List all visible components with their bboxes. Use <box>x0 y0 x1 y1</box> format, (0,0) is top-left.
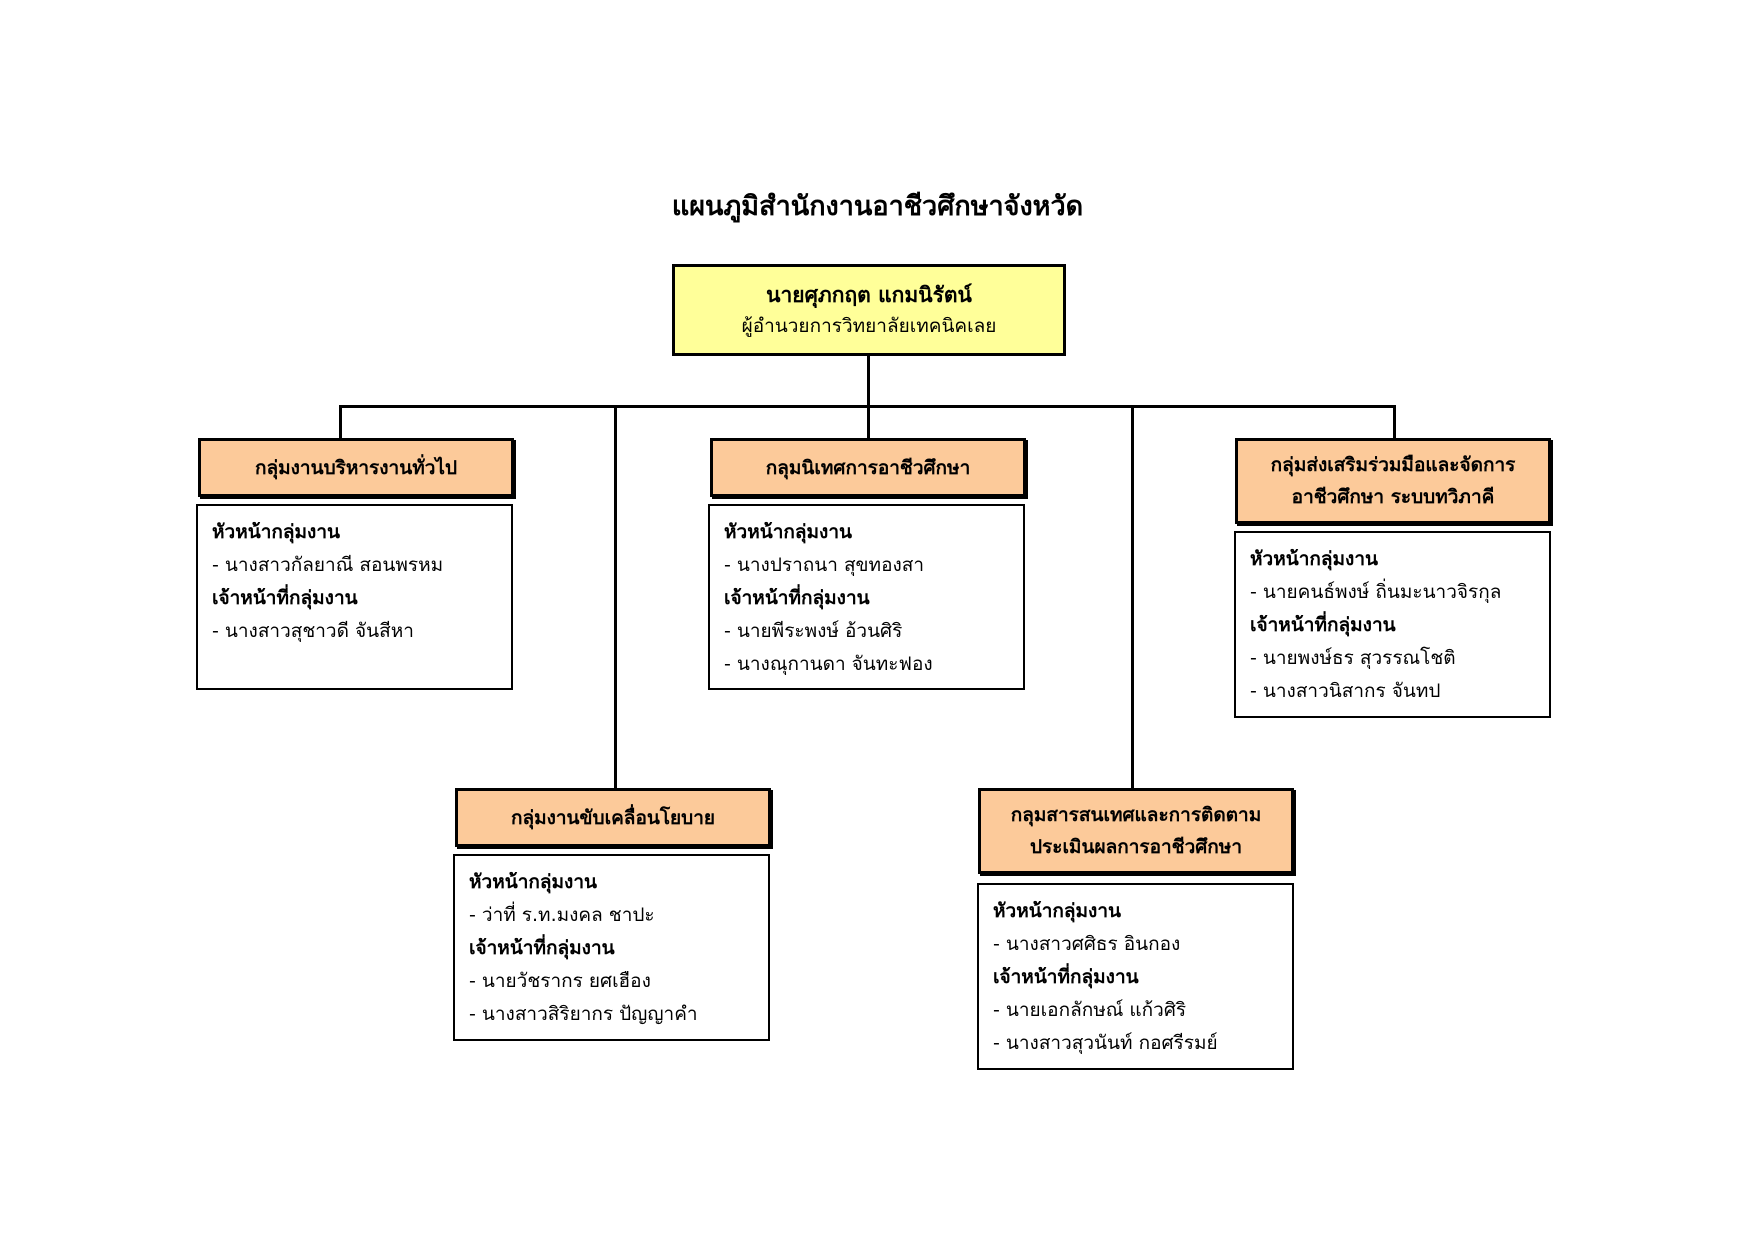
group-header-dual-vocational: กลุ่มส่งเสริมร่วมมือและจัดการ อาชีวศึกษา… <box>1235 438 1551 524</box>
director-position: ผู้อำนวยการวิทยาลัยเทคนิคเลย <box>741 315 997 337</box>
group-title-line-2: ประเมินผลการอาชีวศึกษา <box>1029 836 1243 858</box>
member-item: - นายเอกลักษณ์ แก้วศิริ <box>993 999 1187 1021</box>
staff-label: เจ้าหน้าที่กลุ่มงาน <box>469 937 615 959</box>
group-title-line-1: กลุ่มส่งเสริมร่วมมือและจัดการ <box>1270 454 1516 476</box>
member-item: - นายคนธ์พงษ์ ถิ่นมะนาวจิรกุล <box>1250 581 1502 603</box>
head-label: หัวหน้ากลุ่มงาน <box>212 521 340 543</box>
member-item: - ว่าที่ ร.ท.มงคล ชาปะ <box>469 904 655 926</box>
group-header-vocational-supervision: กลุมนิเทศการอาชีวศึกษา <box>710 438 1026 497</box>
head-label: หัวหน้ากลุ่มงาน <box>993 900 1121 922</box>
member-item: - นางสาวสิริยากร ปัญญาคำ <box>469 1003 698 1025</box>
group-header-policy-driving: กลุ่มงานขับเคลื่อนโยบาย <box>455 788 771 847</box>
connector-group-4 <box>1131 405 1134 789</box>
member-item: - นางสาวกัลยาณี สอนพรหม <box>212 554 444 576</box>
group-header-general-admin: กลุ่มงานบริหารงานทั่วไป <box>198 438 514 497</box>
member-item: - นางปราถนา สุขทองสา <box>724 554 925 576</box>
group-title: กลุ่มงานบริหารงานทั่วไป <box>254 456 457 479</box>
connector-group-2 <box>614 405 617 789</box>
group-members-general-admin: หัวหน้ากลุ่มงาน - นางสาวกัลยาณี สอนพรหม … <box>196 504 513 690</box>
group-members-dual-vocational: หัวหน้ากลุ่มงาน - นายคนธ์พงษ์ ถิ่นมะนาวจ… <box>1234 531 1551 718</box>
staff-label: เจ้าหน้าที่กลุ่มงาน <box>212 587 358 609</box>
member-item: - นางสาวสุวนันท์ กอศรีรมย์ <box>993 1032 1218 1054</box>
member-item: - นางณุกานดา จันทะฟอง <box>724 653 933 675</box>
group-title: กลุ่มงานขับเคลื่อนโยบาย <box>510 806 716 829</box>
group-members-policy-driving: หัวหน้ากลุ่มงาน - ว่าที่ ร.ท.มงคล ชาปะ เ… <box>453 854 770 1041</box>
connector-group-1 <box>339 405 342 439</box>
member-item: - นางสาวสุชาวดี จันสีหา <box>212 620 414 642</box>
head-label: หัวหน้ากลุ่มงาน <box>1250 548 1378 570</box>
staff-label: เจ้าหน้าที่กลุ่มงาน <box>993 966 1139 988</box>
group-title: กลุมนิเทศการอาชีวศึกษา <box>765 456 971 479</box>
head-label: หัวหน้ากลุ่มงาน <box>724 521 852 543</box>
connector-group-3 <box>867 405 870 439</box>
group-members-vocational-supervision: หัวหน้ากลุ่มงาน - นางปราถนา สุขทองสา เจ้… <box>708 504 1025 690</box>
connector-director-down <box>867 356 870 408</box>
staff-label: เจ้าหน้าที่กลุ่มงาน <box>724 587 870 609</box>
group-members-information-evaluation: หัวหน้ากลุ่มงาน - นางสาวศศิธร อินกอง เจ้… <box>977 883 1294 1070</box>
chart-title: แผนภูมิสำนักงานอาชีวศึกษาจังหวัด <box>671 191 1084 222</box>
director-name: นายศุภกฤต แกมนิรัตน์ <box>766 283 972 307</box>
group-title-line-1: กลุมสารสนเทศและการติดตาม <box>1010 804 1262 826</box>
member-item: - นายวัชรากร ยศเฮือง <box>469 970 651 992</box>
group-title-line-2: อาชีวศึกษา ระบบทวิภาคี <box>1291 486 1495 508</box>
director-box: นายศุภกฤต แกมนิรัตน์ ผู้อำนวยการวิทยาลัย… <box>672 264 1066 356</box>
head-label: หัวหน้ากลุ่มงาน <box>469 871 597 893</box>
group-header-information-evaluation: กลุมสารสนเทศและการติดตาม ประเมินผลการอาช… <box>978 788 1294 874</box>
staff-label: เจ้าหน้าที่กลุ่มงาน <box>1250 614 1396 636</box>
member-item: - นางสาวนิสากร จันทป <box>1250 680 1441 702</box>
member-item: - นายพีระพงษ์ อ้วนศิริ <box>724 620 903 642</box>
connector-group-5 <box>1393 405 1396 439</box>
member-item: - นางสาวศศิธร อินกอง <box>993 933 1181 955</box>
member-item: - นายพงษ์ธร สุวรรณโชติ <box>1250 647 1456 669</box>
